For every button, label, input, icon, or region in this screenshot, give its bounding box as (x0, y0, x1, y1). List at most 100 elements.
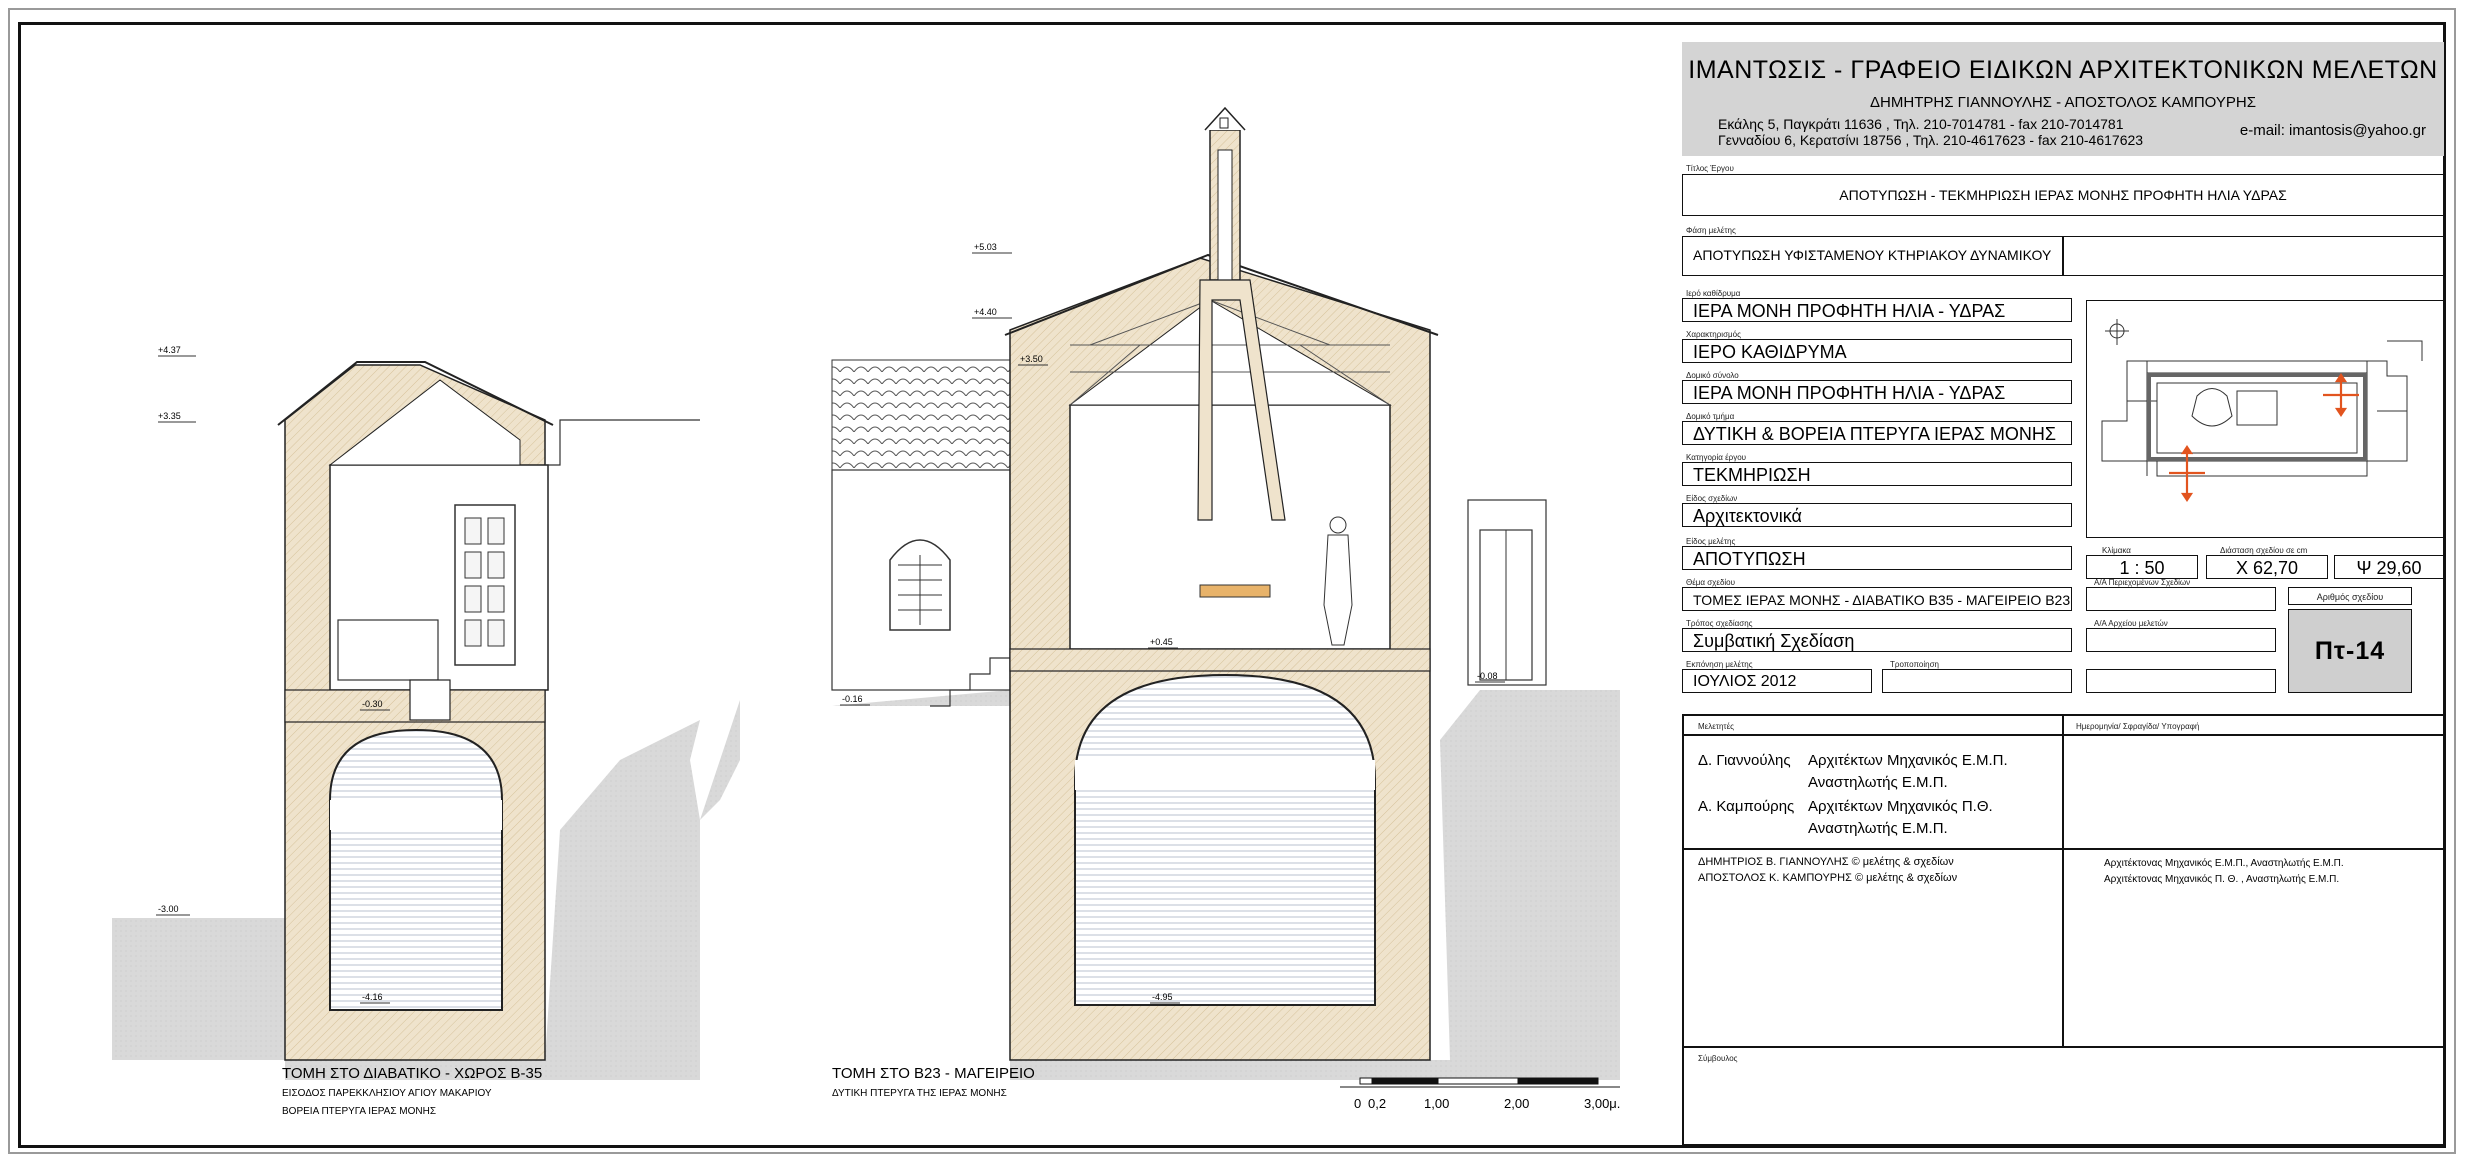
scale-tick-2: 1,00 (1424, 1096, 1449, 1111)
copyright2: ΑΠΟΣΤΟΛΟΣ Κ. ΚΑΜΠΟΥΡΗΣ © μελέτης & σχεδί… (1698, 872, 1958, 884)
study-kind-box: ΑΠΟΤΥΠΩΣΗ (1682, 546, 2072, 570)
designer1-role1: Αρχιτέκτων Μηχανικός Ε.Μ.Π. (1808, 752, 2008, 769)
revision-label: Τροποποίηση (1890, 660, 1939, 669)
scale: 1 : 50 (2119, 558, 2165, 578)
phase-divider (2062, 236, 2064, 276)
level-l-m030: -0.30 (362, 699, 383, 709)
office-address-line1: Εκάλης 5, Παγκράτι 11636 , Τηλ. 210-7014… (1718, 116, 2124, 132)
date-box: ΙΟΥΛΙΟΣ 2012 (1682, 669, 1872, 693)
sign-advisor-line (1684, 1046, 2444, 1048)
complex-label: Δομικό σύνολο (1686, 371, 1739, 380)
left-level-marks (156, 355, 390, 1004)
office-partners: ΔΗΜΗΤΡΗΣ ΓΙΑΝΝΟΥΛΗΣ - ΑΠΟΣΤΟΛΟΣ ΚΑΜΠΟΥΡΗ… (1870, 94, 2256, 111)
dim-y: Ψ 29,60 (2356, 558, 2422, 578)
character-label: Χαρακτηρισμός (1686, 330, 1741, 339)
right-tile-roof (831, 359, 1011, 471)
drawing-kind-label: Είδος σχεδίων (1686, 494, 1738, 503)
designer1-name: Δ. Γιαννούλης (1698, 752, 1791, 769)
level-r-m016: -0.16 (842, 694, 863, 704)
drawing-no-label-box: Αριθμός σχεδίου (2288, 587, 2412, 605)
category-box: ΤΕΚΜΗΡΙΩΣΗ (1682, 462, 2072, 486)
signature-block: Μελετητές Ημερομηνία/ Σφραγίδα/ Υπογραφή… (1682, 714, 2446, 1146)
subject-box: ΤΟΜΕΣ ΙΕΡΑΣ ΜΟΝΗΣ - ΔΙΑΒΑΤΙΚΟ Β35 - ΜΑΓΕ… (1682, 587, 2072, 611)
roof-trusses (1069, 299, 1391, 406)
key-plan (2101, 319, 2423, 502)
scale-tick-0: 0 (1354, 1096, 1361, 1111)
dims-label: Διάσταση σχεδίου σε cm (2220, 546, 2308, 555)
designer2-role1: Αρχιτέκτων Μηχανικός Π.Θ. (1808, 798, 1993, 815)
project-title: ΑΠΟΤΥΠΩΣΗ - ΤΕΚΜΗΡΙΩΣΗ ΙΕΡΑΣ ΜΟΝΗΣ ΠΡΟΦΗ… (1839, 187, 2287, 203)
right-section-title: ΤΟΜΗ ΣΤΟ Β23 - ΜΑΓΕΙΡΕΙΟ (832, 1065, 1035, 1082)
designers-label: Μελετητές (1698, 722, 1734, 731)
part: ΔΥΤΙΚΗ & ΒΟΡΕΙΑ ΠΤΕΡΥΓΑ ΙΕΡΑΣ ΜΟΝΗΣ (1693, 424, 2056, 444)
key-plan-box (2086, 300, 2444, 538)
part-label: Δομικό τμήμα (1686, 412, 1735, 421)
left-roof (277, 361, 554, 426)
office-name: ΙΜΑΝΤΩΣΙΣ - ΓΡΑΦΕΙΟ ΕΙΔΙΚΩΝ ΑΡΧΙΤΕΚΤΟΝΙΚ… (1688, 56, 2438, 84)
copyright1: ΔΗΜΗΤΡΙΟΣ Β. ΓΙΑΝΝΟΥΛΗΣ © μελέτης & σχεδ… (1698, 856, 1954, 868)
chimney (1197, 106, 1286, 521)
title-block: ΙΜΑΝΤΩΣΙΣ - ΓΡΑΦΕΙΟ ΕΙΔΙΚΩΝ ΑΡΧΙΤΕΚΤΟΝΙΚ… (1672, 36, 2448, 1148)
office-address: Εκάλης 5, Παγκράτι 11636 , Τηλ. 210-7014… (1718, 116, 2143, 148)
sign-header-line (1684, 734, 2444, 736)
sign-mid-line (1684, 848, 2444, 850)
complex: ΙΕΡΑ ΜΟΝΗ ΠΡΟΦΗΤΗ ΗΛΙΑ - ΥΔΡΑΣ (1693, 383, 2006, 403)
scale-box: 1 : 50 (2086, 555, 2198, 579)
phase-label: Φάση μελέτης (1686, 226, 1736, 235)
scale-tick-1: 0,2 (1368, 1096, 1386, 1111)
copyright1-role: Αρχιτέκτονας Μηχανικός Ε.Μ.Π., Αναστηλωτ… (2104, 858, 2344, 869)
left-section-sub2: ΒΟΡΕΙΑ ΠΤΕΡΥΓΑ ΙΕΡΑΣ ΜΟΝΗΣ (282, 1106, 436, 1117)
part-box: ΔΥΤΙΚΗ & ΒΟΡΕΙΑ ΠΤΕΡΥΓΑ ΙΕΡΑΣ ΜΟΝΗΣ (1682, 421, 2072, 445)
scale-tick-4: 3,00μ. (1584, 1096, 1620, 1111)
designer2-name: Α. Καμπούρης (1698, 798, 1795, 815)
included-label: Α/Α Περιεχομένων Σχεδίων (2094, 578, 2191, 587)
character: ΙΕΡΟ ΚΑΘΙΔΡΥΜΑ (1693, 342, 1847, 362)
revision-box (1882, 669, 2072, 693)
right-roof (1004, 253, 1439, 336)
subject-label: Θέμα σχεδίου (1686, 578, 1736, 587)
project-title-label: Τίτλος Έργου (1686, 164, 1734, 173)
phase: ΑΠΟΤΥΠΩΣΗ ΥΦΙΣΤΑΜΕΝΟΥ ΚΤΗΡΙΑΚΟΥ ΔΥΝΑΜΙΚΟ… (1693, 247, 2052, 263)
drawing-number: Πτ-14 (2288, 609, 2412, 693)
archive-label: Α/Α Αρχείου μελετών (2094, 619, 2168, 628)
section-left: +4.37 +3.35 -0.30 -3.00 -4.16 ΤΟΜΗ ΣΤΟ Δ… (112, 345, 740, 1117)
drawing-kind-box: Αρχιτεκτονικά (1682, 503, 2072, 527)
left-ground (112, 700, 740, 1080)
date: ΙΟΥΛΙΟΣ 2012 (1693, 673, 1797, 690)
scale-bar: 0 0,2 1,00 2,00 3,00μ. (1340, 1077, 1620, 1111)
level-l-m300: -3.00 (158, 904, 179, 914)
dim-x: Χ 62,70 (2235, 558, 2299, 578)
level-l-335: +3.35 (158, 411, 181, 421)
category-label: Κατηγορία έργου (1686, 453, 1747, 462)
outer-border (8, 8, 2456, 1154)
level-r-m008: -0.08 (1477, 671, 1498, 681)
scale-tick-3: 2,00 (1504, 1096, 1529, 1111)
study-kind: ΑΠΟΤΥΠΩΣΗ (1693, 549, 1806, 569)
scale-label: Κλίμακα (2102, 546, 2131, 555)
archive-box (2086, 628, 2276, 652)
office-address-line2: Γενναδίου 6, Κερατσίνι 18756 , Τηλ. 210-… (1718, 132, 2144, 148)
level-r-m495: -4.95 (1152, 992, 1173, 1002)
office-email: e-mail: imantosis@yahoo.gr (2239, 122, 2426, 139)
project-title-box: ΑΠΟΤΥΠΩΣΗ - ΤΕΚΜΗΡΙΩΣΗ ΙΕΡΑΣ ΜΟΝΗΣ ΠΡΟΦΗ… (1682, 174, 2444, 216)
right-level-marks (840, 252, 1505, 1004)
advisor-label: Σύμβουλος (1698, 1054, 1738, 1063)
level-l-m416: -4.16 (362, 992, 383, 1002)
included-box (2086, 587, 2276, 611)
category: ΤΕΚΜΗΡΙΩΣΗ (1693, 465, 1811, 485)
left-section-sub1: ΕΙΣΟΔΟΣ ΠΑΡΕΚΚΛΗΣΙΟΥ ΑΓΙΟΥ ΜΑΚΑΡΙΟΥ (282, 1088, 492, 1099)
office-header: ΙΜΑΝΤΩΣΙΣ - ΓΡΑΦΕΙΟ ΕΙΔΙΚΩΝ ΑΡΧΙΤΕΚΤΟΝΙΚ… (1682, 42, 2444, 156)
left-window (337, 619, 439, 681)
sections-drawing: +4.37 +3.35 -0.30 -3.00 -4.16 ΤΟΜΗ ΣΤΟ Δ… (112, 106, 1620, 1117)
complex-box: ΙΕΡΑ ΜΟΝΗ ΠΡΟΦΗΤΗ ΗΛΙΑ - ΥΔΡΑΣ (1682, 380, 2072, 404)
drawing-no-label: Αριθμός σχεδίου (2316, 592, 2384, 602)
level-r-440: +4.40 (974, 307, 997, 317)
inner-border (18, 22, 2446, 1148)
method-box: Συμβατική Σχεδίαση (1682, 628, 2072, 652)
left-section-title: ΤΟΜΗ ΣΤΟ ΔΙΑΒΑΤΙΚΟ - ΧΩΡΟΣ Β-35 (282, 1065, 542, 1082)
dim-x-box: Χ 62,70 (2206, 555, 2328, 579)
method: Συμβατική Σχεδίαση (1693, 631, 1855, 651)
right-section-sub1: ΔΥΤΙΚΗ ΠΤΕΡΥΓΑ ΤΗΣ ΙΕΡΑΣ ΜΟΝΗΣ (832, 1088, 1007, 1099)
designer1-role2: Αναστηλωτής Ε.Μ.Π. (1808, 774, 1948, 791)
